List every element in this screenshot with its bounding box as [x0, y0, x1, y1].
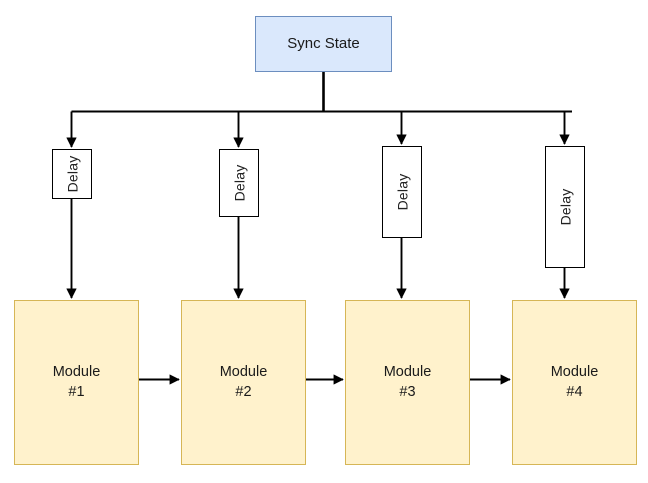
sync-state-label: Sync State: [287, 35, 360, 52]
delay-label-2: Delay: [230, 164, 247, 202]
delay-node-4[interactable]: Delay: [545, 146, 585, 268]
module-node-3[interactable]: Module #3: [345, 300, 470, 465]
module-label-2-line2: #2: [235, 383, 252, 400]
module-label-2-line1: Module: [219, 363, 268, 380]
module-label-1: Module #1: [53, 363, 101, 402]
module-label-4: Module #4: [551, 363, 599, 402]
module-label-3-line2: #3: [399, 383, 416, 400]
module-label-4-line1: Module: [550, 363, 599, 380]
module-label-3-line1: Module: [383, 363, 432, 380]
module-label-2: Module #2: [220, 363, 268, 402]
module-node-4[interactable]: Module #4: [512, 300, 637, 465]
delay-node-3[interactable]: Delay: [382, 146, 422, 238]
delay-node-2[interactable]: Delay: [219, 149, 259, 217]
module-node-1[interactable]: Module #1: [14, 300, 139, 465]
delay-label-1: Delay: [63, 155, 80, 193]
delay-node-1[interactable]: Delay: [52, 149, 92, 199]
module-label-1-line1: Module: [52, 363, 101, 380]
module-node-2[interactable]: Module #2: [181, 300, 306, 465]
module-label-3: Module #3: [384, 363, 432, 402]
delay-label-3: Delay: [393, 173, 410, 211]
delay-label-4: Delay: [556, 188, 573, 226]
sync-state-node[interactable]: Sync State: [255, 16, 392, 72]
module-label-4-line2: #4: [566, 383, 583, 400]
module-label-1-line2: #1: [68, 383, 85, 400]
